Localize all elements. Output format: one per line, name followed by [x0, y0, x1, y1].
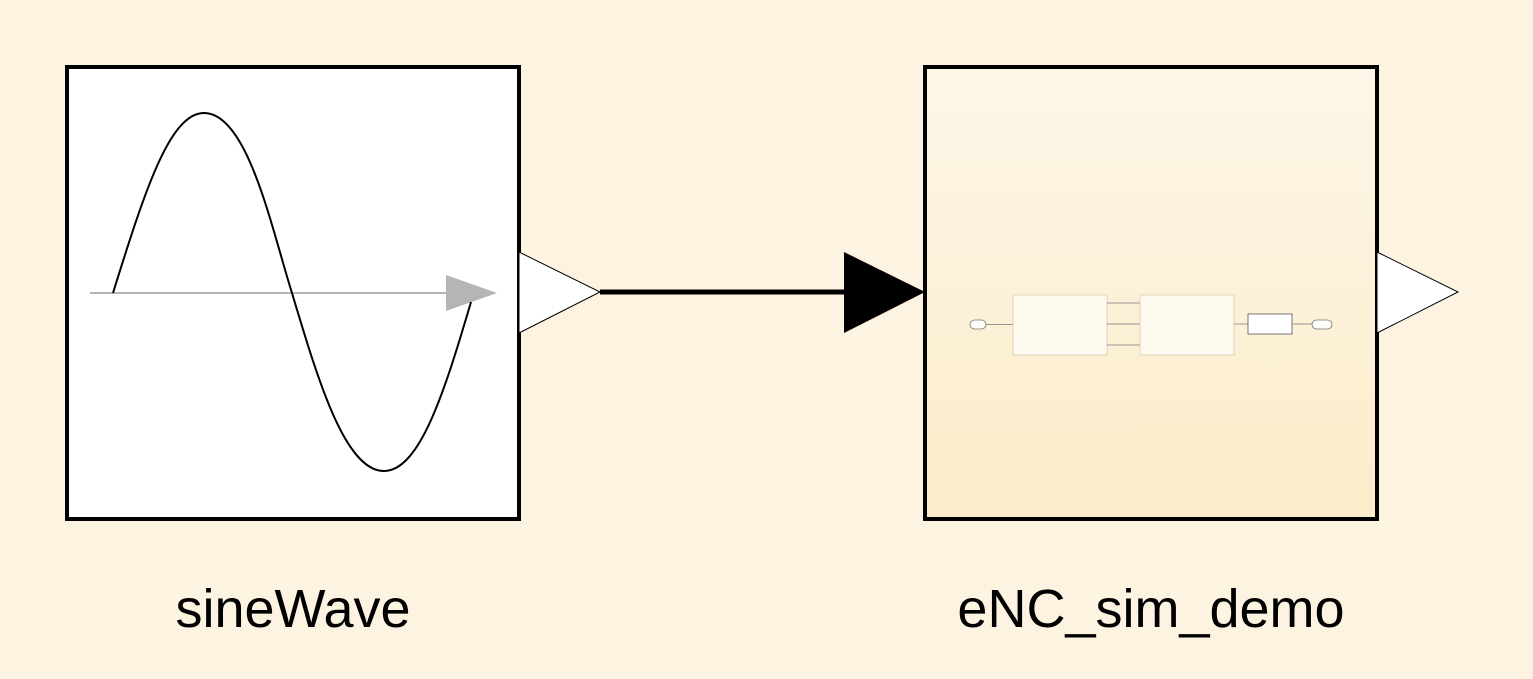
preview-inner-block-1 — [1012, 294, 1108, 356]
time-axis-arrowhead — [446, 275, 497, 311]
preview-inner-block-3 — [1247, 313, 1293, 335]
sine-wave-output-port[interactable] — [518, 251, 602, 334]
subsystem-block[interactable] — [923, 65, 1460, 521]
sine-wave-block-label: sineWave — [175, 579, 411, 639]
preview-outport — [1311, 319, 1333, 330]
subsystem-block-label: eNC_sim_demo — [957, 579, 1345, 639]
sine-wave-block[interactable] — [65, 65, 602, 521]
preview-inport — [969, 319, 987, 330]
subsystem-block-body[interactable] — [923, 65, 1379, 521]
subsystem-preview-icon — [969, 294, 1333, 356]
sine-wave-icon — [90, 111, 497, 473]
sine-curve — [112, 111, 472, 473]
subsystem-output-port[interactable] — [1376, 251, 1460, 334]
signal-arrowhead — [844, 252, 925, 333]
preview-inner-block-2 — [1139, 294, 1235, 356]
signal-connection[interactable] — [600, 252, 925, 333]
subsystem-preview-note — [980, 225, 1240, 229]
